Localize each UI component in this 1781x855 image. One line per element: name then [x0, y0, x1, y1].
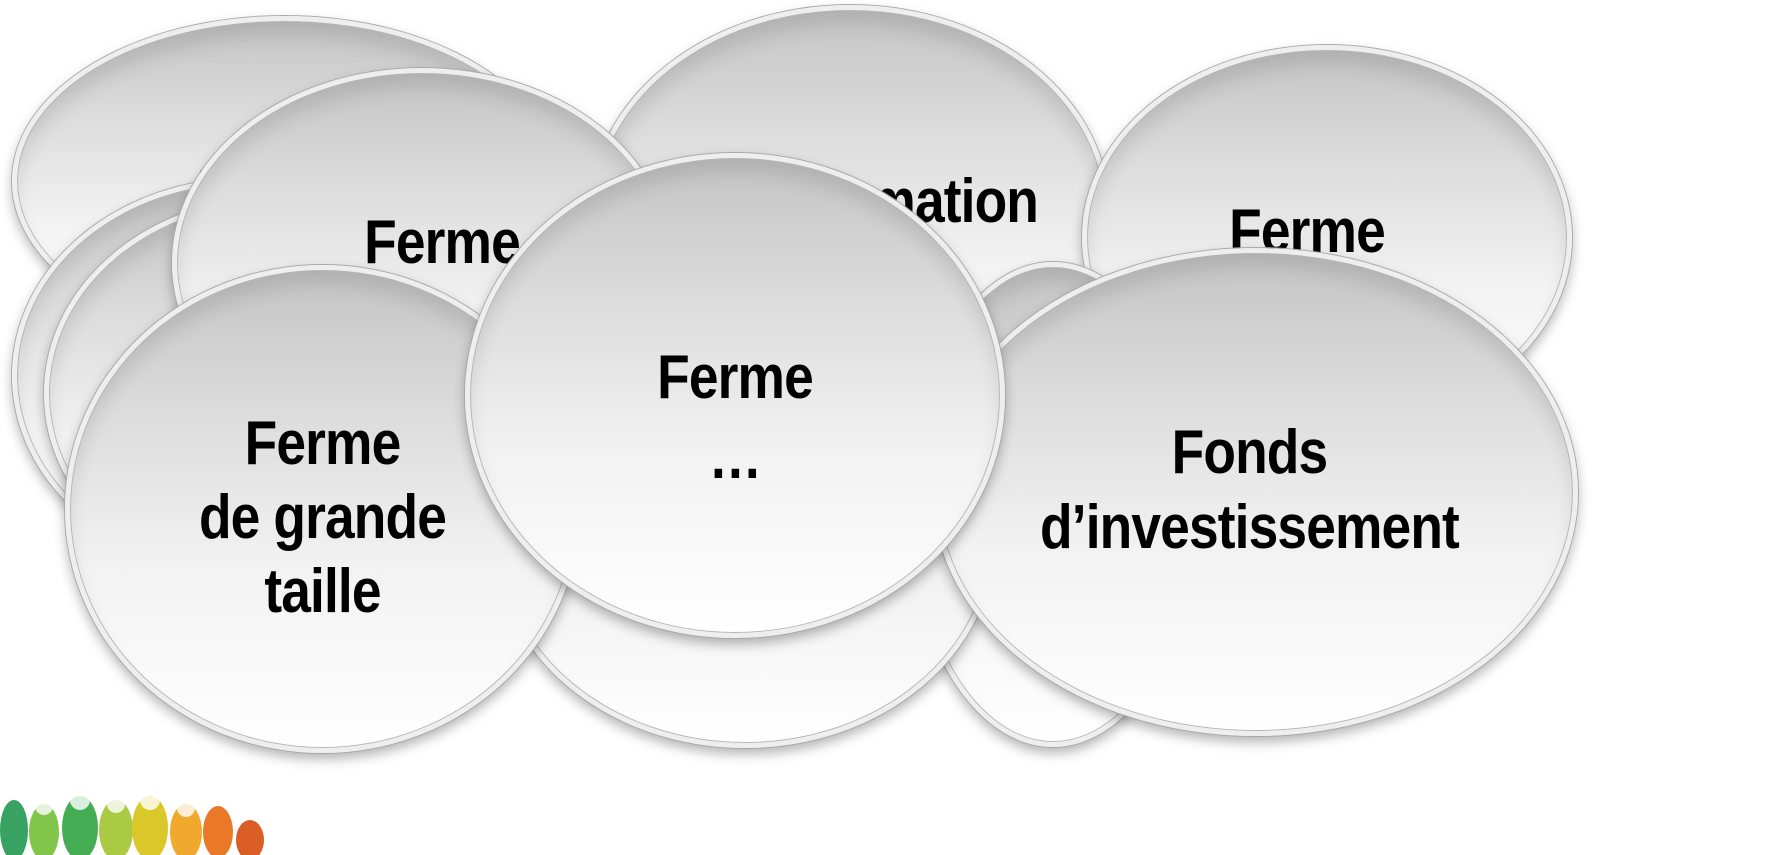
- colorful-people-logo-icon: [0, 790, 264, 855]
- bubble-label-line1: Ferme: [364, 208, 521, 277]
- bubble-fonds-investissement: Fonds d’investissement: [933, 248, 1578, 736]
- bubble-label-line2: d’investissement: [1040, 493, 1460, 562]
- bubble-label-line1: Ferme: [244, 409, 402, 478]
- bubble-label-line3: taille: [264, 557, 381, 626]
- bubble-label-line1: Ferme: [657, 343, 814, 412]
- bubble-label-line2: de grande: [198, 483, 447, 552]
- bubble-ferme-center: Ferme …: [465, 153, 1005, 638]
- bubble-label-line1: Fonds: [1171, 418, 1329, 487]
- bubble-label-line2: …: [708, 423, 762, 492]
